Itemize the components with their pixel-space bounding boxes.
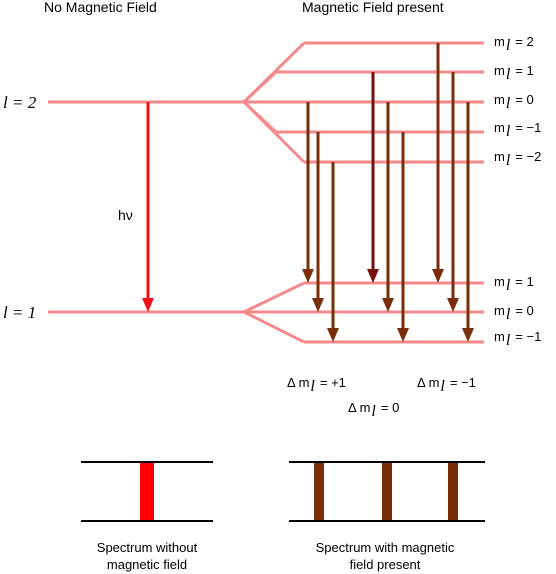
transition-arrow	[312, 132, 324, 312]
delta-zero-label: Δ ml= 0	[348, 400, 399, 420]
spectrum-with-field	[289, 461, 485, 522]
ml-label: ml= 1	[494, 63, 534, 83]
ml-labels-lower: ml= 1 ml= 0 ml= −1	[494, 274, 541, 349]
caption-left-line1: Spectrum without	[97, 540, 198, 555]
level-label-l2: l = 2	[3, 93, 37, 112]
fan-l2-ml1	[242, 70, 278, 104]
arrow-head	[302, 269, 314, 283]
ml-label: ml= 0	[494, 303, 534, 323]
transition-arrow	[327, 162, 339, 342]
level-label-l1: l = 1	[3, 303, 36, 322]
ml-label: ml= −2	[494, 149, 541, 169]
delta-minus-label: Δ ml= −1	[417, 375, 476, 395]
fan-l1-ml1	[243, 281, 305, 314]
transition-arrows	[142, 43, 474, 342]
ml-label: ml= −1	[494, 120, 541, 140]
caption-left-line2: magnetic field	[107, 557, 187, 572]
spectrum-without-field	[81, 461, 213, 522]
caption-right-line1: Spectrum with magnetic	[316, 540, 455, 555]
transition-arrow	[462, 102, 474, 342]
delta-plus-label: Δ ml= +1	[287, 375, 346, 395]
arrow-head	[397, 328, 409, 342]
arrow-head	[462, 328, 474, 342]
spectral-line-brown	[382, 463, 392, 520]
arrow-head	[142, 298, 154, 312]
selection-rule-labels: Δ ml= +1 Δ ml= 0 Δ ml= −1	[287, 375, 476, 420]
caption-right-line2: field present	[350, 557, 421, 572]
transition-arrow	[397, 132, 409, 342]
arrow-head	[327, 328, 339, 342]
heading-no-field: No Magnetic Field	[44, 0, 157, 15]
arrow-head	[447, 298, 459, 312]
energy-levels	[48, 41, 484, 344]
transition-arrow	[367, 72, 379, 283]
transition-arrow-hv	[142, 102, 154, 312]
arrow-head	[367, 269, 379, 283]
ml-labels-upper: ml= 2 ml= 1 ml= 0 ml= −1 ml= −2	[494, 34, 541, 169]
arrow-head	[312, 298, 324, 312]
fan-l2-mlm2	[242, 100, 306, 164]
spectral-line-brown	[448, 463, 458, 520]
ml-label: ml= 1	[494, 274, 534, 294]
ml-label: ml= 0	[494, 92, 534, 112]
photon-label: hν	[118, 207, 133, 223]
spectral-line-red	[140, 463, 154, 520]
ml-label: ml= 2	[494, 34, 534, 54]
transition-arrow	[382, 102, 394, 312]
arrow-head	[432, 269, 444, 283]
fan-l1-mlm1	[243, 310, 305, 344]
ml-label: ml= −1	[494, 329, 541, 349]
transition-arrow	[432, 43, 444, 283]
spectral-line-brown	[314, 463, 324, 520]
transition-arrow	[447, 72, 459, 312]
arrow-head	[382, 298, 394, 312]
transition-arrow	[302, 102, 314, 283]
heading-field-present: Magnetic Field present	[302, 0, 444, 15]
